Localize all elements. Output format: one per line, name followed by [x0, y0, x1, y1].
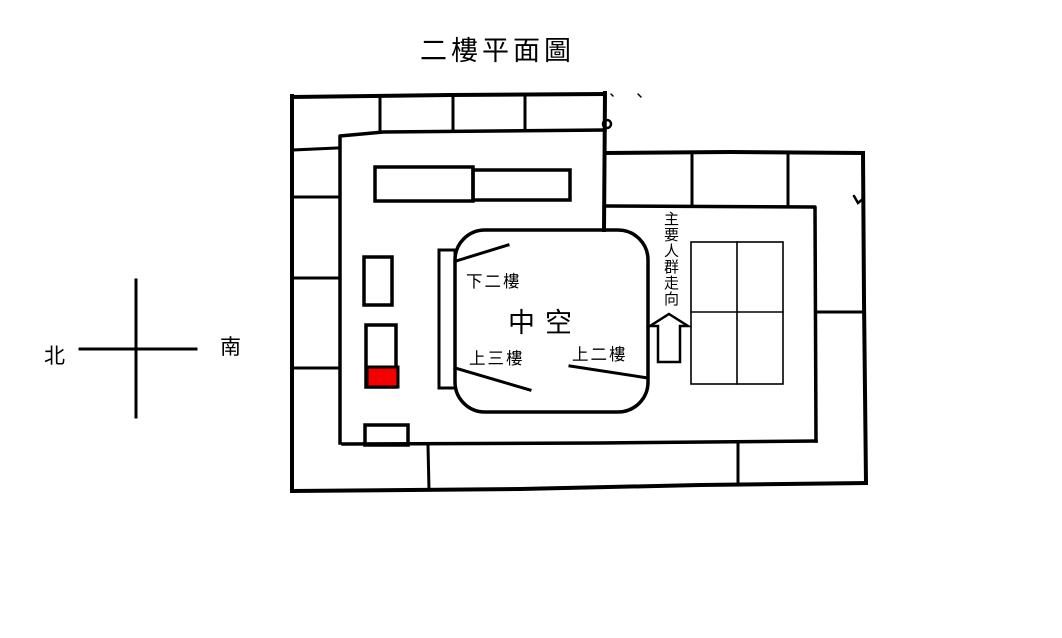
- highlighted-location-marker: [365, 365, 400, 389]
- stair-landing-strip: [437, 248, 457, 390]
- inner-wall: [338, 128, 818, 446]
- wall-connector-vertical: [601, 90, 608, 233]
- outer-wall: [289, 90, 869, 494]
- wall-dividers: [290, 94, 865, 492]
- stair-up2-label: 上二樓: [572, 345, 628, 364]
- stair-down-label: 下二樓: [466, 272, 522, 291]
- atrium-label: 中空: [508, 308, 582, 338]
- crowd-flow-label: 主要人群走向: [662, 211, 678, 307]
- outer-wall-top: [289, 91, 608, 100]
- speck-mark-2: [637, 93, 642, 98]
- compass-north-label: 北: [44, 344, 65, 368]
- inner-wall-bottom: [341, 439, 818, 446]
- top-counter-right: [471, 168, 572, 202]
- outer-wall-top-right-wing: [602, 150, 866, 156]
- page-title: 二樓平面圖: [420, 36, 575, 66]
- compass-cross: [78, 278, 198, 419]
- bottom-wall-divider-1: [426, 443, 431, 492]
- stair-up3-label: 上三樓: [469, 349, 525, 368]
- top-counter-left: [373, 165, 475, 203]
- left-wall-divider-1: [290, 146, 340, 152]
- interior-objects: [362, 165, 784, 447]
- stair-up2-line: [568, 364, 650, 380]
- speck-mark-1: [610, 93, 614, 97]
- crowd-flow-arrow-up: [645, 312, 693, 364]
- ink-blob-mark: [601, 118, 613, 130]
- atrium-void-outline: [453, 228, 650, 414]
- small-room-bottom: [363, 423, 410, 447]
- compass-south-label: 南: [220, 335, 241, 359]
- squiggle-mark: [852, 194, 866, 205]
- inner-wall-right-wing: [605, 204, 818, 443]
- stair-up3-line: [453, 366, 532, 392]
- pen-marks: [601, 93, 866, 205]
- outer-wall-right: [860, 150, 869, 486]
- small-room-upper: [362, 255, 394, 307]
- inner-wall-left-top: [338, 128, 607, 445]
- stair-down-line: [454, 243, 510, 263]
- outer-wall-bottom: [289, 480, 869, 494]
